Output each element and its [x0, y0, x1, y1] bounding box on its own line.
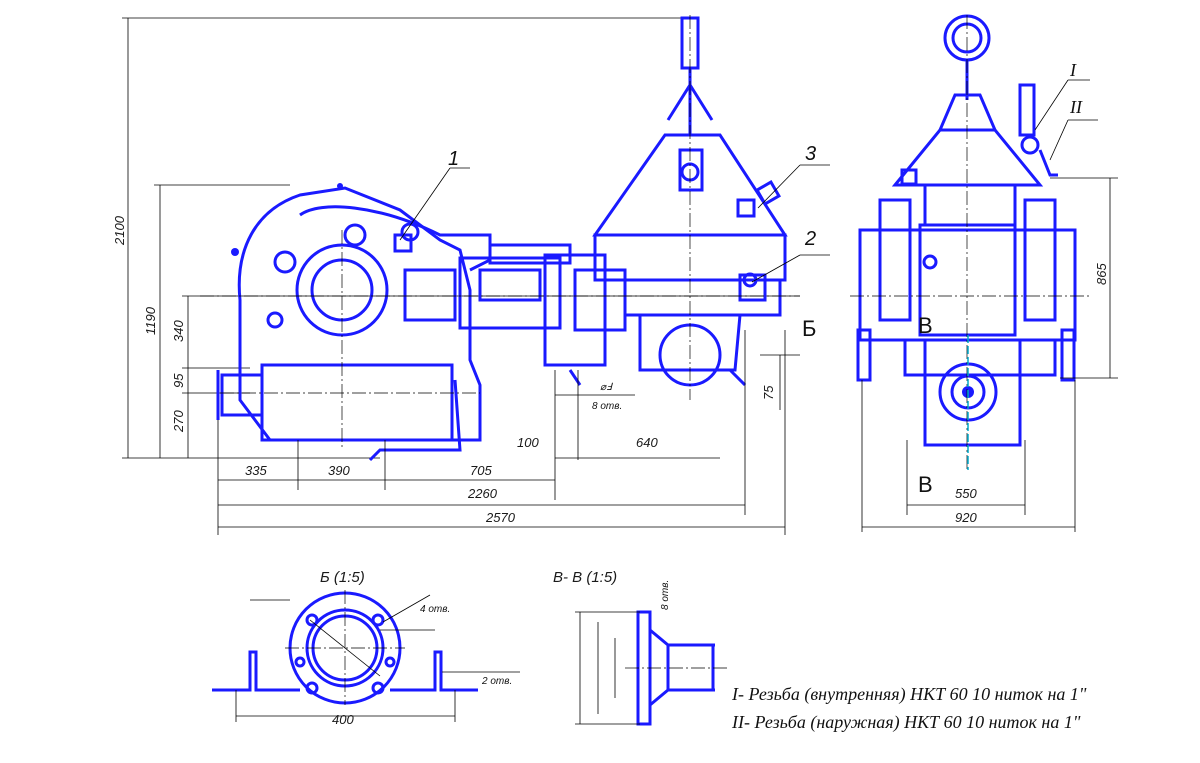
dim-550: 550	[955, 486, 977, 501]
section-vv-title: В- В (1:5)	[553, 569, 617, 586]
dim-2100: 2100	[112, 215, 127, 246]
notes-block: I- Резьба (внутренняя) НКТ 60 10 ниток н…	[731, 684, 1087, 733]
dim-100: 100	[517, 435, 539, 450]
note-thread-external: II- Резьба (наружная) НКТ 60 10 ниток на…	[731, 712, 1081, 733]
dim-1190: 1190	[143, 306, 158, 335]
section-vv-view: В- В (1:5) 8 отв.	[553, 569, 730, 726]
dim-400: 400	[332, 712, 354, 727]
part-label-1: 1	[448, 148, 459, 170]
thread-marker-1: I	[1069, 60, 1077, 80]
thread-marker-2: II	[1069, 97, 1083, 117]
dim-920: 920	[955, 510, 977, 525]
holes-4-label: 4 отв.	[420, 604, 450, 615]
detail-b-view: Б (1:5) 4 отв. 2 отв. 400	[212, 569, 520, 727]
dim-75: 75	[761, 385, 776, 400]
dim-2260: 2260	[467, 486, 498, 501]
dim-335: 335	[245, 463, 267, 478]
dim-340: 340	[171, 320, 186, 342]
dim-95: 95	[171, 373, 186, 388]
note-thread-internal: I- Резьба (внутренняя) НКТ 60 10 ниток н…	[731, 684, 1087, 705]
dim-270: 270	[171, 410, 186, 433]
dim-640: 640	[636, 435, 658, 450]
part-label-2: 2	[804, 228, 816, 250]
section-v-marker-bottom: В	[918, 472, 933, 497]
dim-705: 705	[470, 463, 492, 478]
holes-8-label: 8 отв.	[592, 401, 622, 412]
side-view: 2100 1190 340 95 270	[112, 15, 830, 535]
dim-390: 390	[328, 463, 350, 478]
detail-b-title: Б (1:5)	[320, 569, 365, 586]
section-b-marker: Б	[802, 316, 816, 341]
end-view: 865 550 920 В В I II	[850, 14, 1118, 532]
holes-8v-label: 8 отв.	[660, 580, 671, 610]
holes-2-label: 2 отв.	[481, 676, 512, 687]
part-label-3: 3	[805, 143, 816, 165]
dim-2570: 2570	[485, 510, 516, 525]
section-v-marker-top: В	[918, 313, 933, 338]
thread-symbol-1: ⌀Ⅎ	[600, 382, 613, 393]
dim-865: 865	[1094, 263, 1109, 285]
